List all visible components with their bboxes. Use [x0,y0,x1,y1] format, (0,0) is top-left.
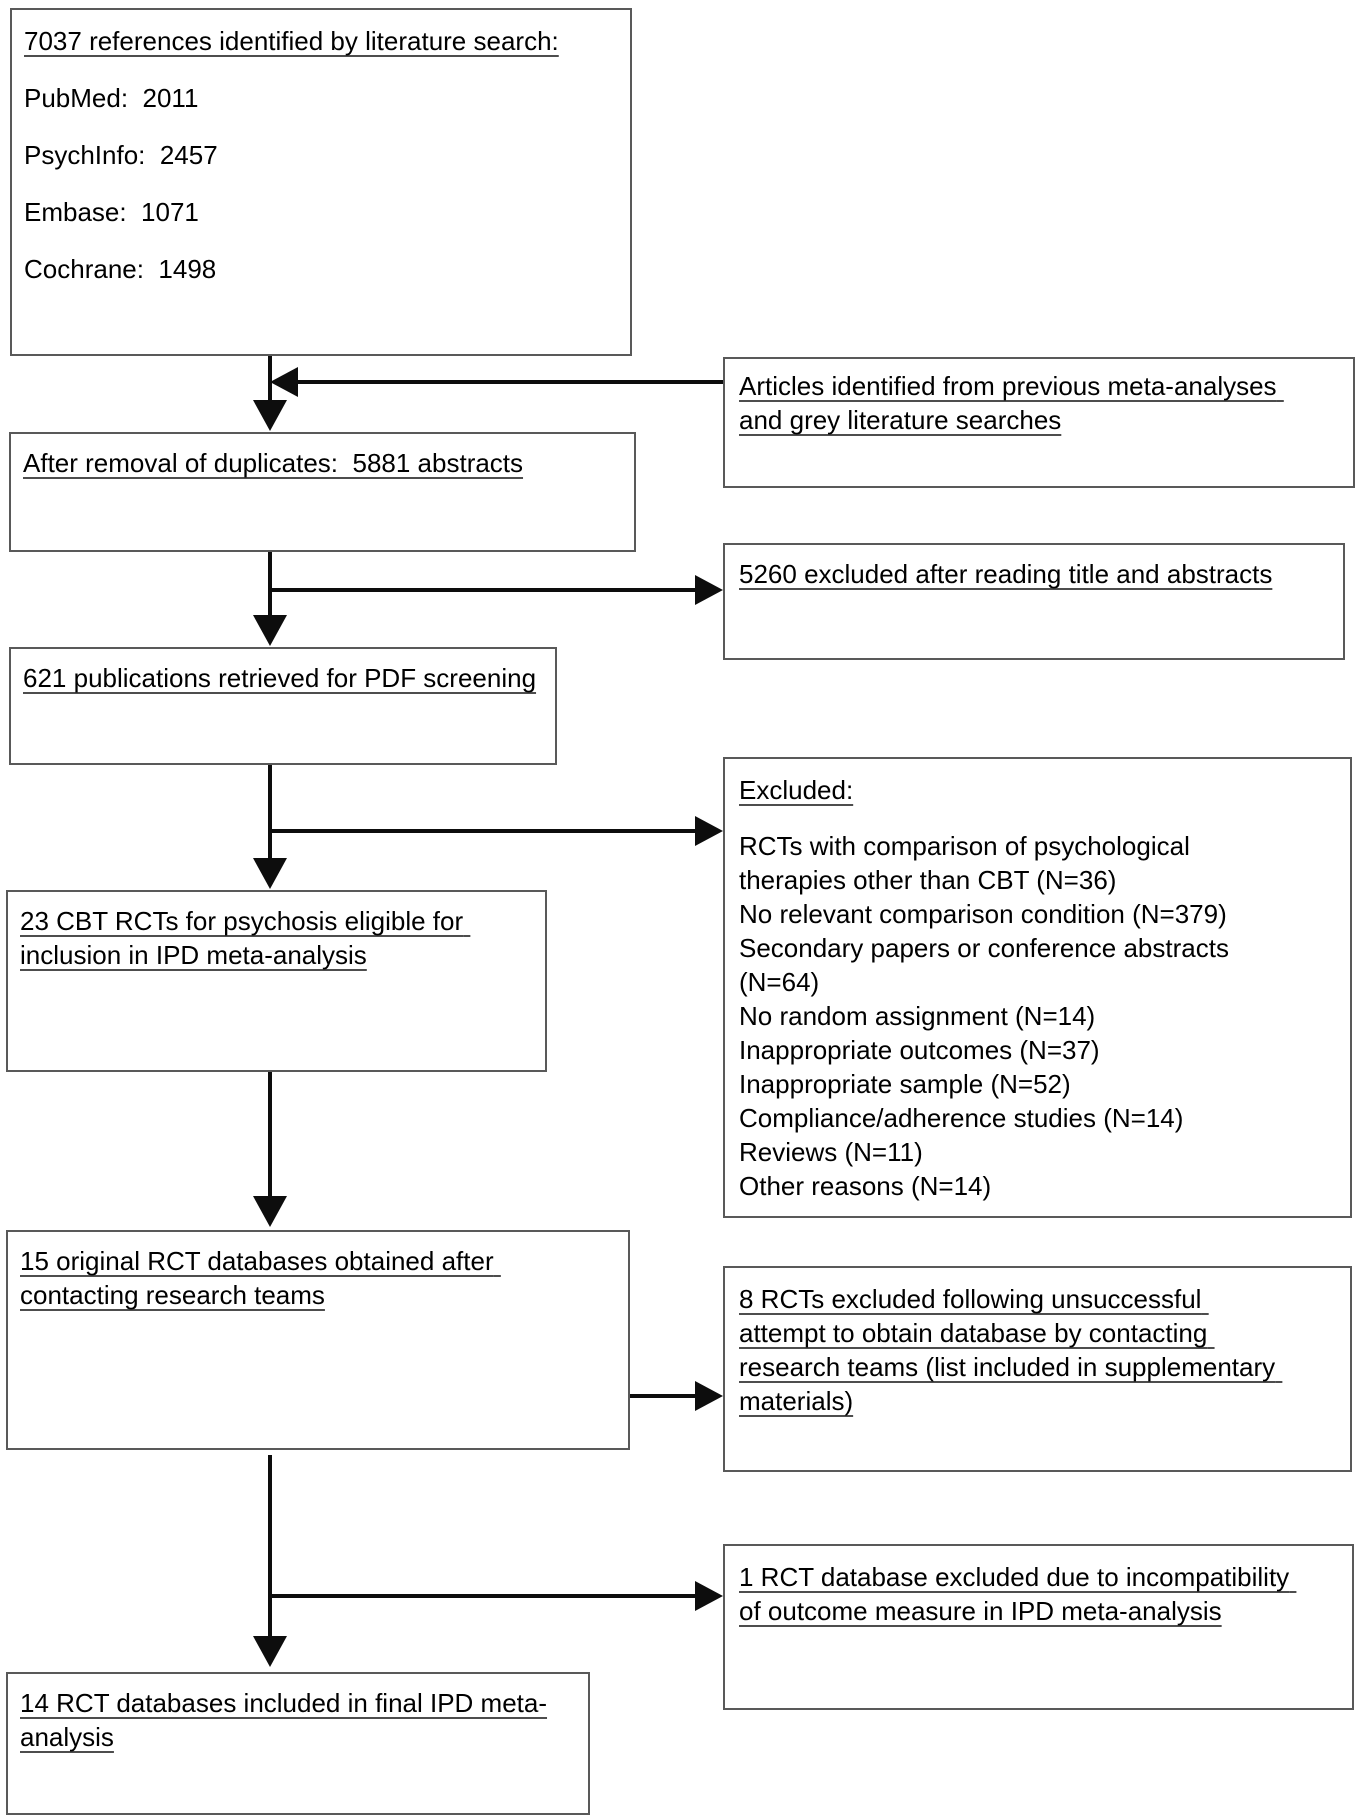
box-final-included: 14 RCT databases included in final IPD m… [6,1672,590,1815]
box-eligible-rcts: 23 CBT RCTs for psychosis eligible for i… [6,890,547,1072]
excluded-reason-item: No random assignment (N=14) [739,1001,1096,1031]
arrow-databases-to-final-line [268,1455,272,1638]
previous-meta-analyses-text: Articles identified from previous meta-a… [739,371,1284,435]
excluded-reason-item: Inappropriate sample (N=52) [739,1069,1071,1099]
source-count-embase: Embase: 1071 [24,197,199,227]
excluded-reason-item: Other reasons (N=14) [739,1171,992,1201]
arrow-to-incompatible-line [270,1594,697,1598]
excluded-reason-item: Compliance/adherence studies (N=14) [739,1103,1184,1133]
box-excluded-no-database: 8 RCTs excluded following unsuccessful a… [723,1266,1352,1472]
excluded-reason-item: No relevant comparison condition (N=379) [739,899,1227,929]
arrow-previous-sources-line [292,380,723,384]
excluded-reason-item: Secondary papers or conference abstracts… [739,933,1237,997]
box-excluded-reasons: Excluded: RCTs with comparison of psycho… [723,757,1352,1218]
excluded-reason-item: Reviews (N=11) [739,1137,923,1167]
arrow-screening-to-eligible-head [253,858,287,889]
arrow-identified-to-duplicates-head [253,400,287,431]
box-previous-meta-analyses: Articles identified from previous meta-a… [723,357,1355,488]
arrow-duplicates-to-screening-line [268,552,272,617]
eligible-rcts-text: 23 CBT RCTs for psychosis eligible for i… [20,906,471,970]
arrow-to-title-abstract-excluded-line [270,588,697,592]
arrow-duplicates-to-screening-head [253,615,287,646]
excluded-incompatible-text: 1 RCT database excluded due to incompati… [739,1562,1297,1626]
arrow-to-no-database-head [695,1381,723,1411]
arrow-to-excluded-reasons-head [695,816,723,846]
arrow-eligible-to-databases-line [268,1072,272,1198]
box-duplicates-removed: After removal of duplicates: 5881 abstra… [9,432,636,552]
box-excluded-title-abstract: 5260 excluded after reading title and ab… [723,543,1345,660]
pdf-screening-text: 621 publications retrieved for PDF scree… [23,663,537,693]
excluded-reason-item: RCTs with comparison of psychological th… [739,831,1198,895]
arrow-eligible-to-databases-head [253,1196,287,1227]
source-count-psychinfo: PsychInfo: 2457 [24,140,218,170]
box-excluded-incompatible: 1 RCT database excluded due to incompati… [723,1544,1354,1710]
box-databases-obtained: 15 original RCT databases obtained after… [6,1230,630,1450]
box-references-identified: 7037 references identified by literature… [10,8,632,356]
arrow-to-excluded-reasons-line [270,829,697,833]
excluded-reason-item: Inappropriate outcomes (N=37) [739,1035,1100,1065]
arrow-databases-to-final-head [253,1636,287,1667]
databases-obtained-text: 15 original RCT databases obtained after… [20,1246,501,1310]
excluded-reasons-title: Excluded: [739,775,854,805]
arrow-to-title-abstract-excluded-head [695,575,723,605]
arrow-to-no-database-line [630,1394,697,1398]
excluded-title-abstract-text: 5260 excluded after reading title and ab… [739,559,1273,589]
excluded-no-database-text: 8 RCTs excluded following unsuccessful a… [739,1284,1283,1416]
arrow-screening-to-eligible-line [268,765,272,860]
final-included-text: 14 RCT databases included in final IPD m… [20,1688,548,1752]
duplicates-removed-text: After removal of duplicates: 5881 abstra… [23,448,524,478]
arrow-to-incompatible-head [695,1581,723,1611]
source-count-pubmed: PubMed: 2011 [24,83,199,113]
source-count-cochrane: Cochrane: 1498 [24,254,217,284]
arrow-previous-sources-head [270,367,298,397]
references-identified-title: 7037 references identified by literature… [24,26,559,56]
box-pdf-screening: 621 publications retrieved for PDF scree… [9,647,557,765]
